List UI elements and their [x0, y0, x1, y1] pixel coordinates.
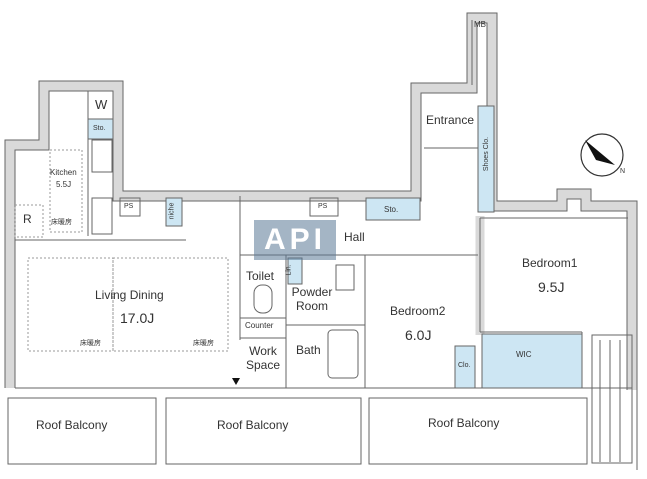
room-entrance: Entrance [426, 113, 475, 127]
room-shoe-closet: Shoes Clo. [483, 136, 491, 172]
room-sto-kitchen: Sto. [93, 125, 106, 132]
kitchen-area: 5.5J [56, 180, 72, 189]
closet-box [454, 345, 476, 389]
room-living-dining: Living Dining [95, 288, 164, 302]
room-powder-room: Powder Room [291, 285, 333, 313]
watermark: API [254, 220, 336, 260]
room-bath: Bath [296, 343, 321, 357]
room-closet: Clo. [458, 362, 471, 369]
wic-box [481, 333, 583, 389]
room-counter: Counter [245, 321, 274, 330]
compass-north-label: N [620, 168, 626, 175]
floor-heating-kitchen: 床暖房 [51, 219, 72, 226]
niche-box [165, 197, 183, 227]
room-wic: WIC [516, 350, 532, 359]
living-area: 17.0J [120, 310, 155, 326]
bedroom2-area: 6.0J [405, 327, 432, 343]
roof-balcony-1: Roof Balcony [36, 418, 108, 432]
room-ps1: PS [124, 203, 134, 210]
compass [580, 133, 624, 177]
roof-balcony-2: Roof Balcony [217, 418, 289, 432]
shoe-closet-box [477, 105, 495, 213]
sto-hall-box [365, 197, 421, 221]
room-sto-hall: Sto. [384, 205, 399, 214]
room-kitchen: Kitchen [50, 168, 77, 177]
sto-kitchen-box [87, 118, 114, 140]
floor-heating-1: 床暖房 [80, 340, 101, 347]
room-hall: Hall [344, 230, 365, 244]
room-ps2: PS [318, 203, 328, 210]
roof-balcony-3: Roof Balcony [428, 416, 500, 430]
room-mb: MB [474, 20, 486, 29]
room-bedroom1: Bedroom1 [522, 256, 578, 270]
floor-heating-2: 床暖房 [193, 340, 214, 347]
room-refrigerator: R [23, 212, 32, 226]
room-work-space: Work Space [245, 344, 281, 372]
room-niche: niche [168, 202, 176, 220]
room-toilet: Toilet [246, 269, 275, 283]
room-linen: Lin. [285, 264, 293, 276]
room-w: W [95, 97, 108, 112]
room-bedroom2: Bedroom2 [390, 304, 446, 318]
bedroom1-area: 9.5J [538, 279, 565, 295]
entry-arrow-icon [232, 378, 240, 385]
